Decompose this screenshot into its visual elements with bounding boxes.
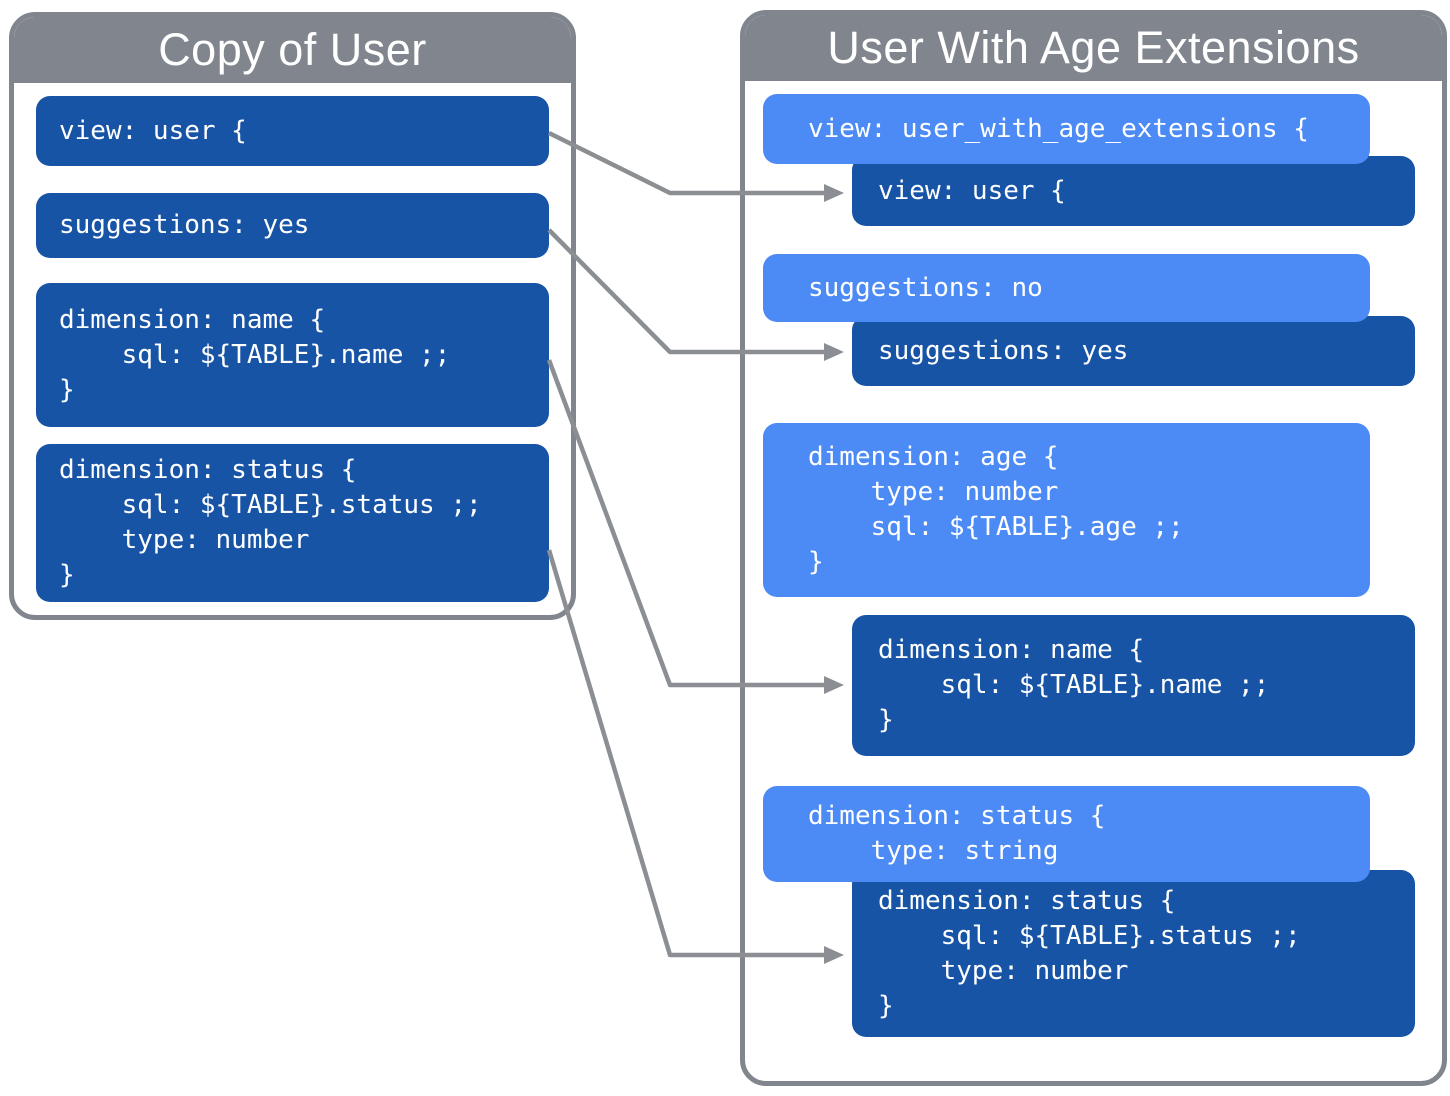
code-block-dimension-age: dimension: age { type: number sql: ${TAB… [763,423,1370,597]
code-block-view-user-with-age-extensions: view: user_with_age_extensions { [763,94,1370,164]
code-block-suggestions-yes-inherited: suggestions: yes [852,316,1415,386]
code-block-suggestions-yes: suggestions: yes [36,193,549,258]
code-line: type: number [59,525,310,555]
panel-copy-of-user-title: Copy of User [14,17,571,83]
code-line: suggestions: no [808,272,1043,303]
code-line: sql: ${TABLE}.name ;; [59,339,451,370]
code-line: sql: ${TABLE}.age ;; [808,512,1184,542]
code-line: suggestions: yes [878,335,1129,366]
code-line: } [878,705,894,735]
code-line: type: number [808,477,1059,507]
panel-user-with-age-extensions-title: User With Age Extensions [745,15,1442,81]
code-block-dimension-status: dimension: status { sql: ${TABLE}.status… [36,444,549,602]
code-block-dimension-name-inherited: dimension: name { sql: ${TABLE}.name ;; … [852,615,1415,756]
code-line: suggestions: yes [59,210,310,240]
code-line: dimension: name { [878,635,1145,665]
code-line: dimension: status { [808,801,1106,831]
code-block-dimension-status-inherited: dimension: status { sql: ${TABLE}.status… [852,870,1415,1037]
code-line: type: number [878,955,1129,986]
code-line: dimension: name { [59,304,326,335]
code-line: sql: ${TABLE}.name ;; [878,670,1270,700]
code-line: } [59,560,75,590]
code-block-view-user-inherited: view: user { [852,156,1415,226]
code-block-dimension-name: dimension: name { sql: ${TABLE}.name ;; … [36,283,549,427]
code-line: dimension: status { [878,885,1176,916]
code-block-suggestions-no-override: suggestions: no [763,254,1370,322]
code-line: dimension: age { [808,442,1059,472]
code-block-view-user: view: user { [36,96,549,166]
code-line: dimension: status { [59,455,357,485]
code-line: view: user_with_age_extensions { [808,113,1309,144]
code-line: view: user { [59,115,247,146]
code-line: } [59,374,75,405]
code-line: sql: ${TABLE}.status ;; [878,920,1301,951]
code-line: type: string [808,836,1059,866]
code-line: } [878,990,894,1021]
code-line: } [808,547,824,577]
code-line: sql: ${TABLE}.status ;; [59,490,482,520]
code-block-dimension-status-override: dimension: status { type: string [763,786,1370,882]
code-line: view: user { [878,175,1066,206]
